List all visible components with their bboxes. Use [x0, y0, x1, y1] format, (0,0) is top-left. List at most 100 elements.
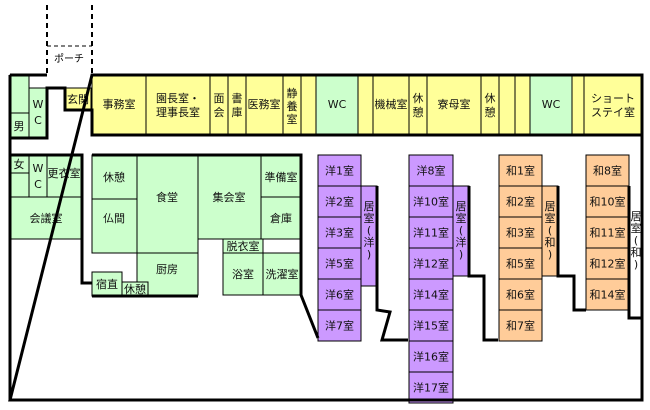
japanese-b-room-label-2: 和10室 [590, 195, 626, 209]
western-b-room-label-6: 洋15室 [413, 319, 449, 333]
wc-men-room [28, 87, 48, 139]
japanese-a-room-label-3: 和3室 [506, 226, 535, 240]
meeting-room [9, 196, 83, 240]
visit-label-1: 面 [214, 92, 225, 105]
director-label-2: 理事長室 [156, 105, 200, 119]
west-corridor-wall [10, 153, 92, 285]
western-b-wall [467, 186, 498, 342]
lwa-4: 洋 [364, 235, 375, 249]
rest-top2-label-1: 休 [485, 92, 496, 105]
western-b-room-3 [408, 216, 454, 249]
lwb-1: 居 [456, 200, 467, 213]
rest-small-label: 休憩 [124, 282, 146, 296]
western-a-room-label-2: 洋2室 [325, 195, 354, 209]
western-a-room-1 [317, 154, 362, 187]
japanese-a-room-label-1: 和1室 [506, 164, 535, 178]
rest-top-label-2: 憩 [413, 105, 424, 119]
bath-label: 浴室 [232, 267, 254, 281]
quiet-label-3: 室 [287, 112, 298, 126]
japanese-b-room-label-1: 和8室 [593, 164, 622, 178]
prep-label: 準備室 [265, 170, 298, 184]
changing-label: 更衣室 [48, 166, 81, 180]
dining-room [136, 154, 199, 254]
ljb-1: 居 [631, 210, 642, 223]
undress-label: 脱衣室 [227, 239, 260, 253]
medical-label: 医務室 [248, 97, 281, 111]
wc-men-label-2: C [34, 114, 42, 127]
rest-top2-label-2: 憩 [485, 105, 496, 119]
japanese-b-room-label-5: 和14室 [590, 288, 626, 302]
ljb-3: ( [634, 234, 638, 247]
living-japanese-b: 居 室 ( 和 ) [631, 210, 642, 271]
archive-room [227, 74, 247, 136]
lwa-3: ( [367, 224, 371, 237]
archive-label-1: 書 [232, 91, 243, 105]
western-a-room-5 [317, 278, 362, 311]
north-corridor-wall [10, 86, 642, 140]
lwb-4: 洋 [456, 235, 467, 249]
lja-1: 居 [545, 200, 556, 213]
central-block: 休憩 仏間 食堂 集会室 準備室 倉庫 脱衣室 浴室 洗濯室 厨房 宿直 休憩 [91, 154, 302, 297]
director-label-1: 園長室・ [156, 91, 200, 105]
ljb-4: 和 [631, 246, 642, 259]
laundry-label: 洗濯室 [266, 267, 299, 281]
archive-label-2: 庫 [232, 105, 243, 119]
machine-label: 機械室 [375, 97, 408, 111]
japanese-a-room-3 [498, 216, 543, 249]
short-stay-label-1: ショート [591, 92, 635, 105]
dining-label: 食堂 [156, 190, 178, 204]
porch-label: ポーチ [54, 53, 84, 65]
dorm-mother-label: 寮母室 [438, 97, 471, 111]
quiet-label-2: 養 [287, 99, 298, 113]
japanese-b-room-1 [585, 154, 630, 187]
wc-right-room [529, 74, 573, 136]
short-stay-room [583, 74, 643, 136]
lja-4: 和 [545, 236, 556, 249]
rest-label: 休憩 [103, 170, 125, 184]
lja-3: ( [548, 224, 552, 237]
office-label: 事務室 [103, 97, 136, 111]
visit-room [209, 74, 229, 136]
living-western-a: 居 室 ( 洋 ) [360, 185, 378, 287]
western-a-room-label-3: 洋3室 [325, 226, 354, 240]
women-label: 女 [14, 157, 25, 171]
living-western-b: 居 室 ( 洋 ) [452, 185, 470, 277]
western-a-wall [375, 186, 408, 342]
wc-women-stall [9, 172, 30, 198]
men-label: 男 [14, 120, 25, 133]
western-b-room-8 [408, 371, 454, 404]
japanese-b-wall [627, 186, 642, 320]
lwb-2: 室 [456, 211, 467, 225]
assembly-label: 集会室 [213, 190, 246, 204]
rest-room-top [408, 74, 428, 136]
wc-right-label: WC [542, 98, 561, 111]
japanese-b-room-label-3: 和11室 [590, 226, 626, 240]
dorm-mother-room [426, 74, 482, 136]
wc-women-label-1: W [33, 162, 44, 175]
lja-5: ) [548, 248, 552, 261]
top-left-wc-block: 男 W C [9, 74, 48, 139]
buddhist-label: 仏間 [103, 212, 125, 225]
corridor-cell [498, 74, 516, 136]
short-stay-label-2: ステイ室 [591, 105, 635, 119]
western-b-room-label-7: 洋16室 [413, 350, 449, 364]
machine-room [372, 74, 410, 136]
corridor-cell [514, 74, 531, 136]
buddhist-room [91, 198, 138, 254]
wc-women-label-2: C [34, 178, 42, 191]
japanese-a-room-5 [498, 278, 543, 311]
western-b-room-label-2: 洋10室 [413, 195, 449, 209]
western-b-room-label-4: 洋12室 [413, 257, 449, 271]
wc-stall [9, 74, 30, 114]
western-b-room-label-3: 洋11室 [413, 226, 449, 240]
wc-men-label-1: W [33, 98, 44, 111]
japanese-a-room-label-6: 和7室 [506, 319, 535, 333]
western-b-room-1 [408, 154, 454, 187]
western-a-room-label-1: 洋1室 [325, 164, 354, 178]
ljb-5: ) [634, 258, 638, 271]
quiet-label-1: 静 [287, 86, 298, 100]
corridor-cell [571, 74, 585, 136]
